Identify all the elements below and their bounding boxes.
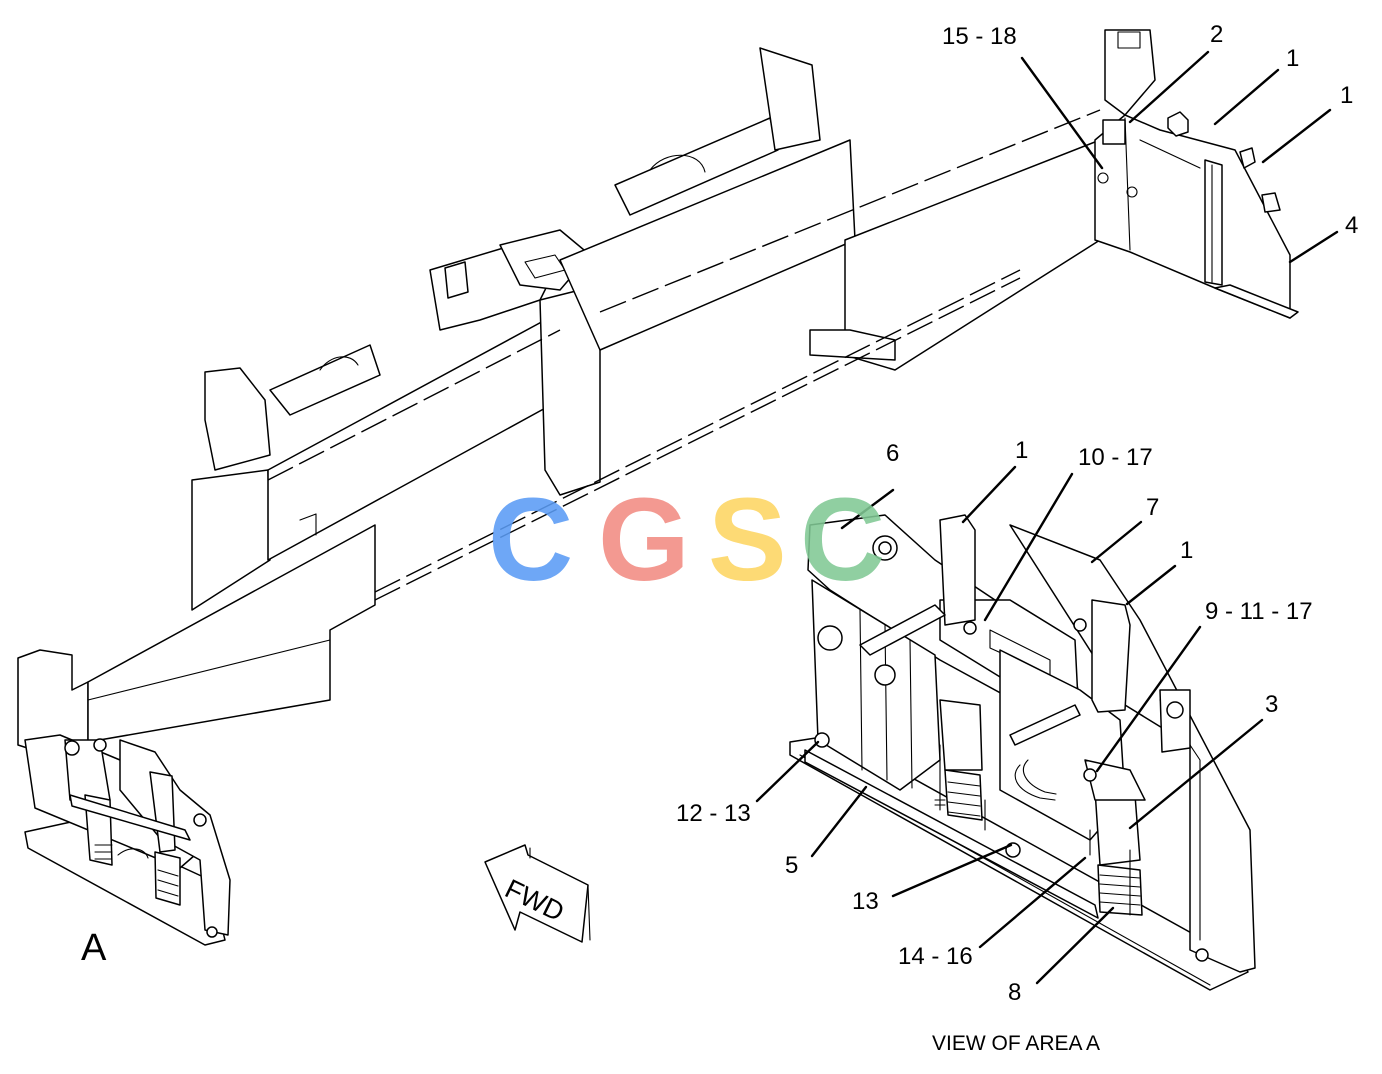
callout-1-top-a: 1 <box>1286 45 1299 72</box>
watermark-letter-3: S <box>708 474 787 606</box>
callout-7: 7 <box>1146 494 1159 521</box>
callout-2: 2 <box>1210 21 1223 48</box>
callout-9-11-17: 9 - 11 - 17 <box>1205 598 1313 625</box>
cgsc-watermark: C G S C <box>488 474 885 606</box>
callout-1-mid-b: 1 <box>1180 537 1193 564</box>
callout-3: 3 <box>1265 691 1278 718</box>
frame-beam <box>17 47 1101 753</box>
upper-bracket-assembly <box>1094 29 1299 319</box>
callout-6: 6 <box>886 440 899 467</box>
callout-14-16: 14 - 16 <box>898 943 973 970</box>
view-label-a: A <box>81 927 107 969</box>
watermark-letter-1: C <box>488 474 573 606</box>
fwd-direction-arrow: FWD <box>484 844 591 943</box>
area-a-detail-assembly <box>789 514 1256 991</box>
watermark-letter-4: C <box>800 474 885 606</box>
watermark-letter-2: G <box>598 474 690 606</box>
callout-10-17: 10 - 17 <box>1078 444 1153 471</box>
callout-labels: 15 - 18 2 1 1 4 6 1 10 - 17 7 1 9 - 11 -… <box>676 21 1358 1006</box>
callout-1-top-b: 1 <box>1340 82 1353 109</box>
callout-12-13: 12 - 13 <box>676 800 751 827</box>
callout-8: 8 <box>1008 979 1021 1006</box>
area-a-small-assembly <box>24 734 231 946</box>
callout-13: 13 <box>852 888 879 915</box>
callout-4: 4 <box>1345 212 1358 239</box>
callout-15-18: 15 - 18 <box>942 23 1017 50</box>
callout-1-mid-a: 1 <box>1015 437 1028 464</box>
view-caption: VIEW OF AREA A <box>932 1032 1100 1055</box>
callout-5: 5 <box>785 852 798 879</box>
callout-leaders <box>755 50 1339 985</box>
